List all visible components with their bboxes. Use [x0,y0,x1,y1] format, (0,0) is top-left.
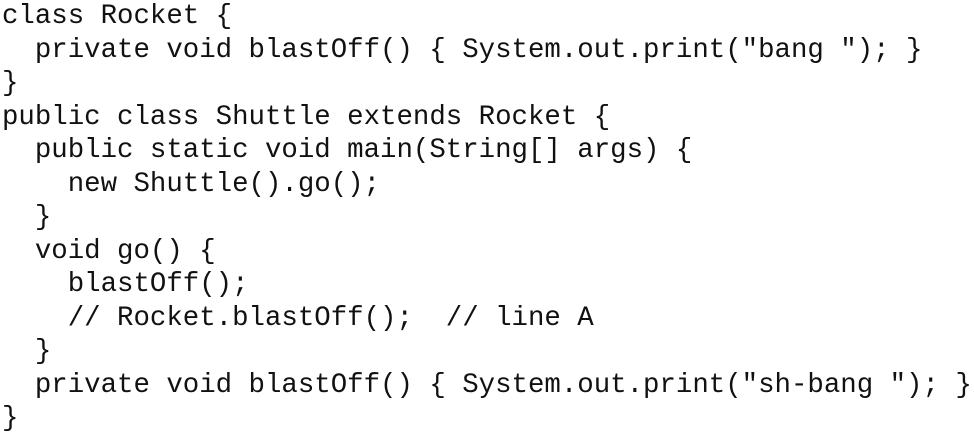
code-line: } [2,403,19,434]
code-line: public static void main(String[] args) { [2,135,693,166]
code-line: class Rocket { [2,1,233,32]
code-line: void go() { [2,235,216,267]
code-line: } [2,202,52,233]
code-line: public class Shuttle extends Rocket { [2,101,611,133]
code-line: } [2,68,19,99]
code-line: private void blastOff() { System.out.pri… [2,369,972,401]
code-line: blastOff(); [2,269,249,300]
code-line: private void blastOff() { System.out.pri… [2,34,923,66]
code-line: new Shuttle().go(); [2,168,381,200]
code-line: // Rocket.blastOff(); // line A [2,302,594,334]
code-line: } [2,336,52,367]
